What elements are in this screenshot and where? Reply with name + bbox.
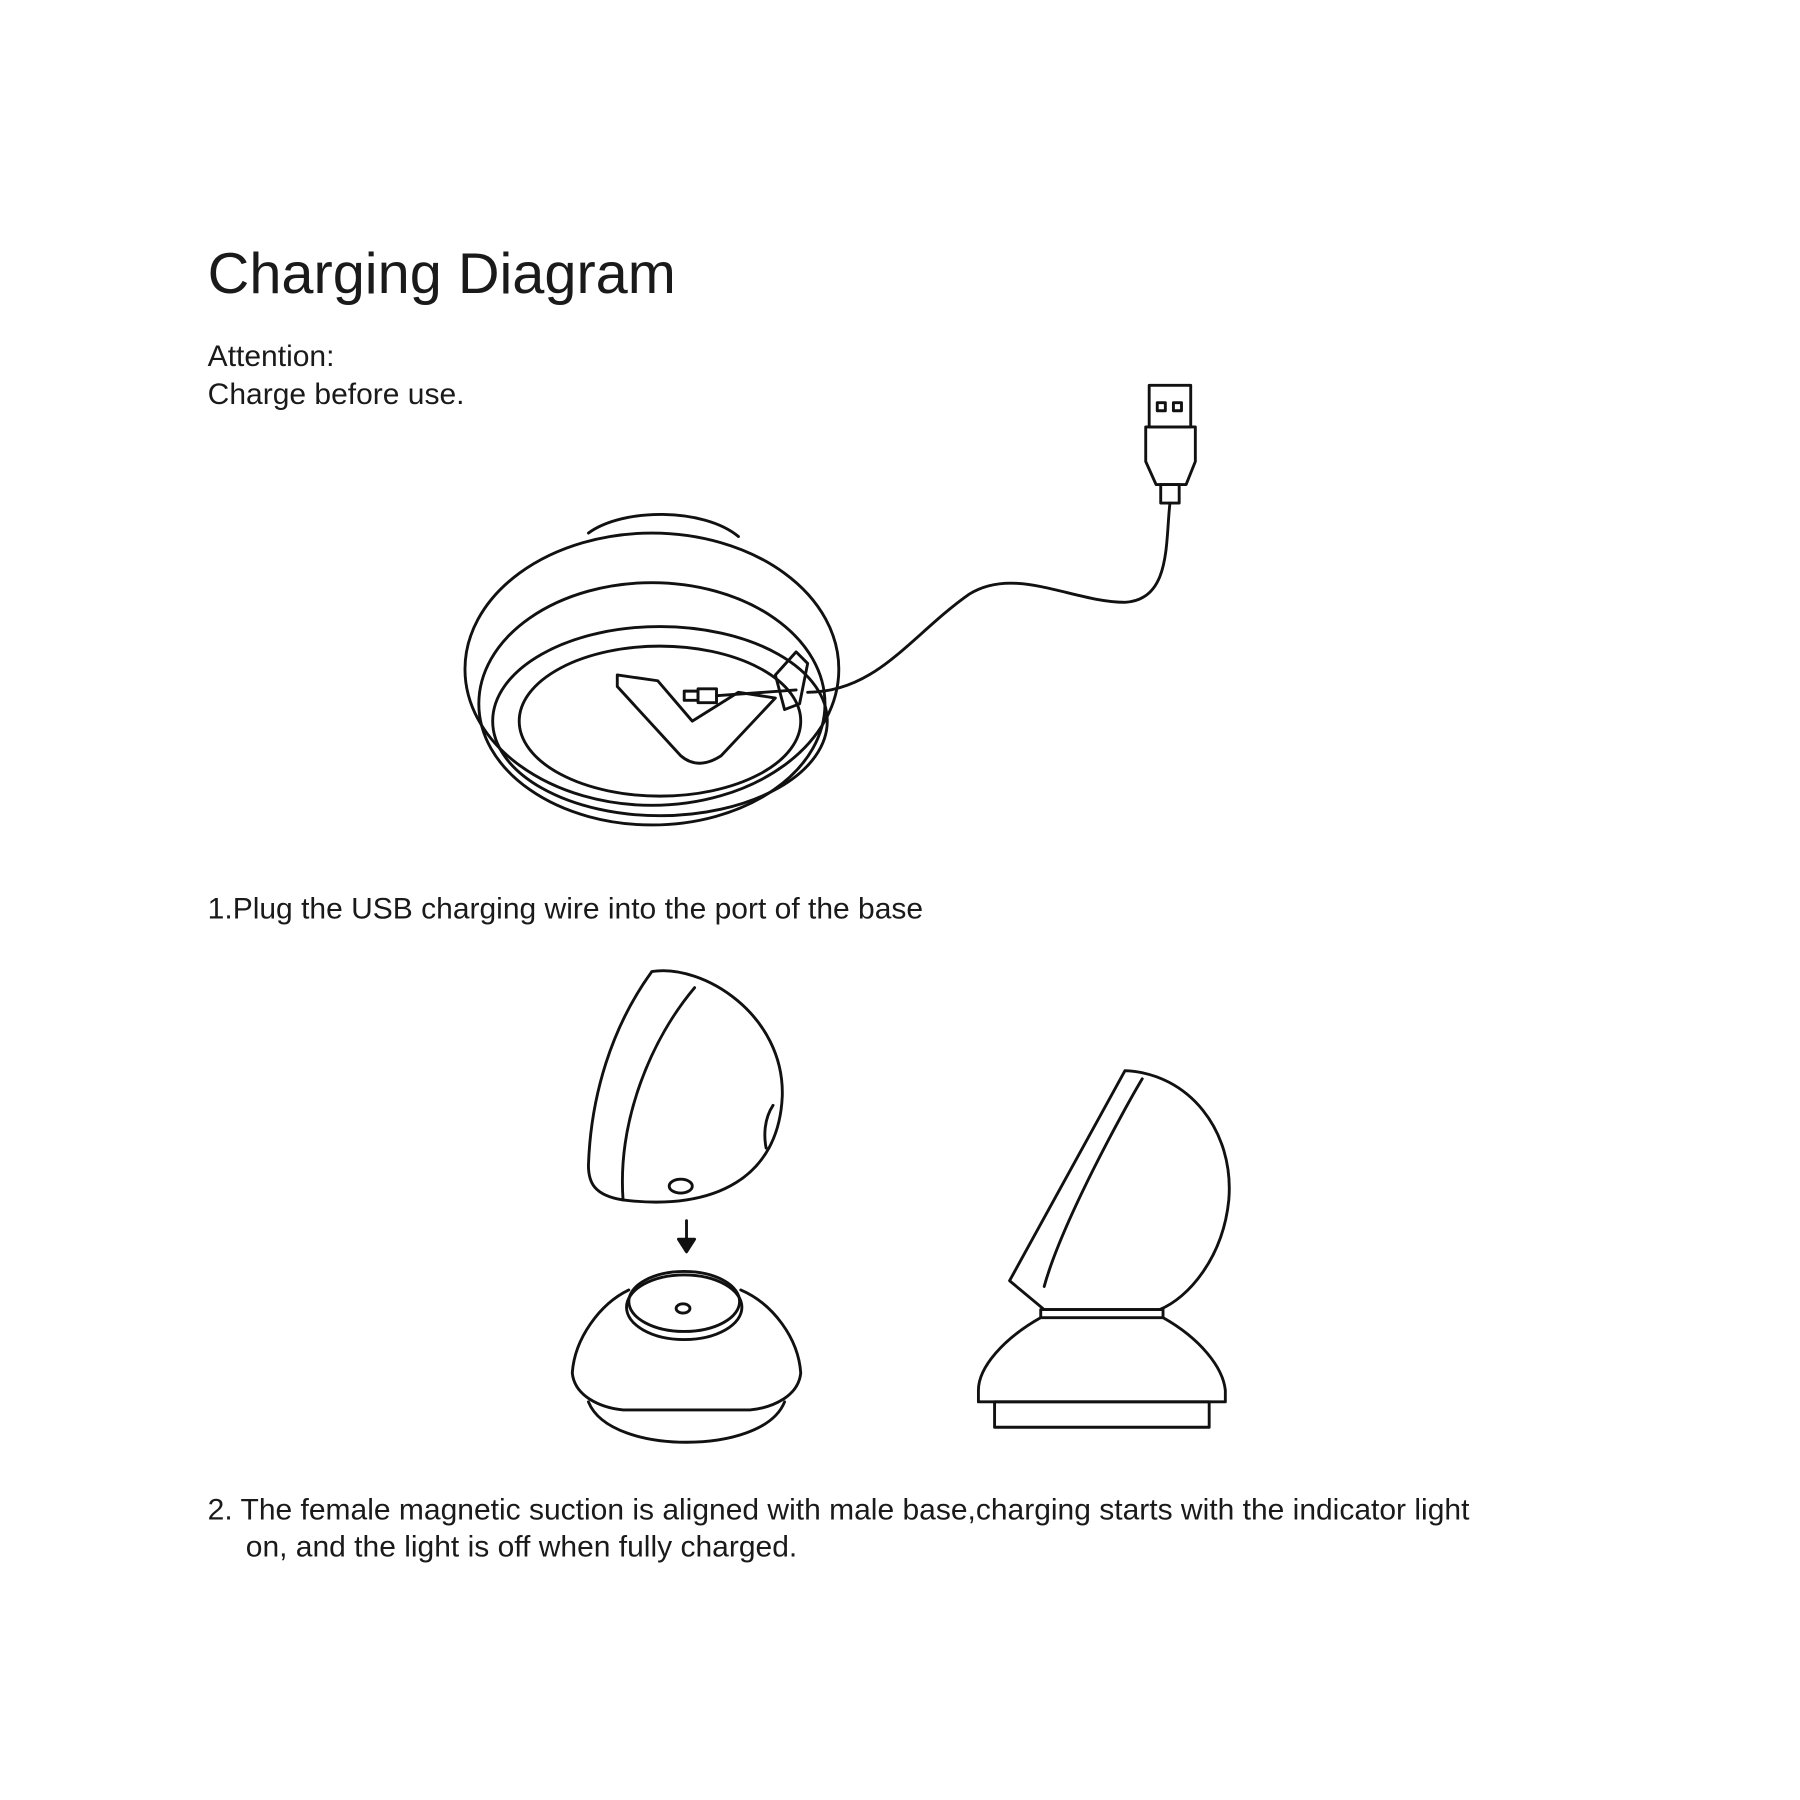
base-bottom-illustration (463, 513, 841, 827)
page-title: Charging Diagram (207, 241, 676, 306)
base-detached-illustration (570, 1270, 803, 1444)
step-2-text-line1: 2. The female magnetic suction is aligne… (207, 1491, 1470, 1527)
lamp-detached-illustration (586, 969, 784, 1204)
step-2-text-line2: on, and the light is off when fully char… (245, 1528, 798, 1564)
step-1-text: 1.Plug the USB charging wire into the po… (207, 890, 924, 926)
usb-cable-illustration (806, 383, 1197, 694)
lamp-assembled-illustration (976, 1069, 1231, 1429)
down-arrow-icon (676, 1219, 697, 1254)
attention-label: Attention: (207, 338, 335, 373)
attention-text: Charge before use. (207, 376, 465, 411)
